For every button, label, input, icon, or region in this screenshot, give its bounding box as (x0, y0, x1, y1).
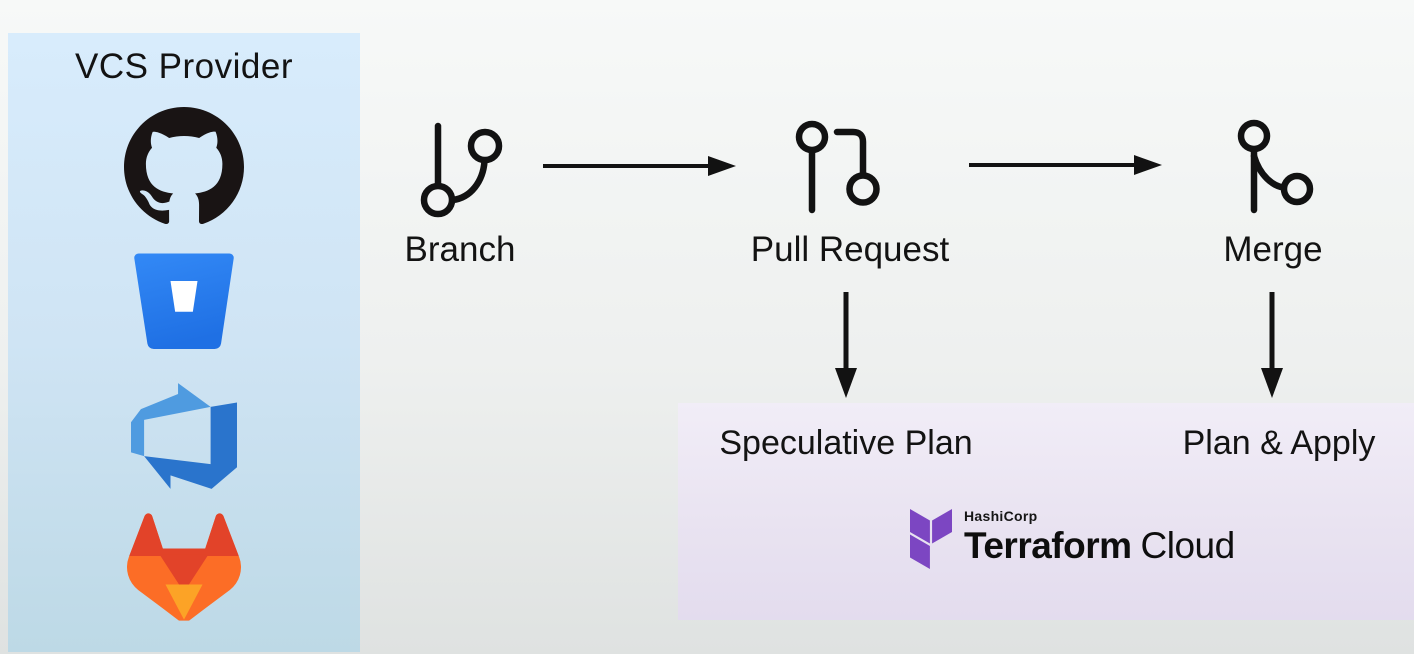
github-logo-icon (124, 107, 244, 229)
terraform-wordmark: Terraform (964, 524, 1132, 566)
bitbucket-logo-icon (130, 251, 238, 356)
branch-label: Branch (404, 230, 516, 269)
git-pull-request-icon (795, 120, 880, 214)
arrow-pull-request-to-merge-icon (969, 155, 1162, 175)
vcs-provider-title: VCS Provider (74, 47, 294, 86)
speculative-plan-label: Speculative Plan (719, 424, 973, 462)
vcs-provider-panel: VCS Provider (8, 33, 360, 652)
cloud-wordmark: Cloud (1140, 524, 1236, 566)
gitlab-logo-icon (127, 511, 241, 626)
merge-label: Merge (1223, 230, 1323, 269)
plan-and-apply-label: Plan & Apply (1182, 424, 1376, 462)
git-branch-icon (420, 122, 503, 218)
hashicorp-wordmark: HashiCorp (964, 507, 1038, 524)
github-octocat-icon (124, 107, 244, 225)
arrow-pull-request-to-speculative-plan-icon (835, 292, 857, 398)
arrow-merge-to-plan-and-apply-icon (1261, 292, 1283, 398)
arrow-branch-to-pull-request-icon (543, 156, 736, 176)
bitbucket-bucket-icon (134, 253, 234, 350)
azure-devops-logo-icon (129, 383, 239, 494)
pull-request-label: Pull Request (750, 230, 950, 269)
terraform-logo-mark-icon (910, 509, 952, 569)
gitlab-tanuki-icon (127, 513, 241, 621)
terraform-cloud-panel: Speculative Plan Plan & Apply HashiCorp … (678, 403, 1414, 620)
git-merge-icon (1237, 119, 1314, 214)
azure-devops-mark-icon (131, 383, 237, 489)
